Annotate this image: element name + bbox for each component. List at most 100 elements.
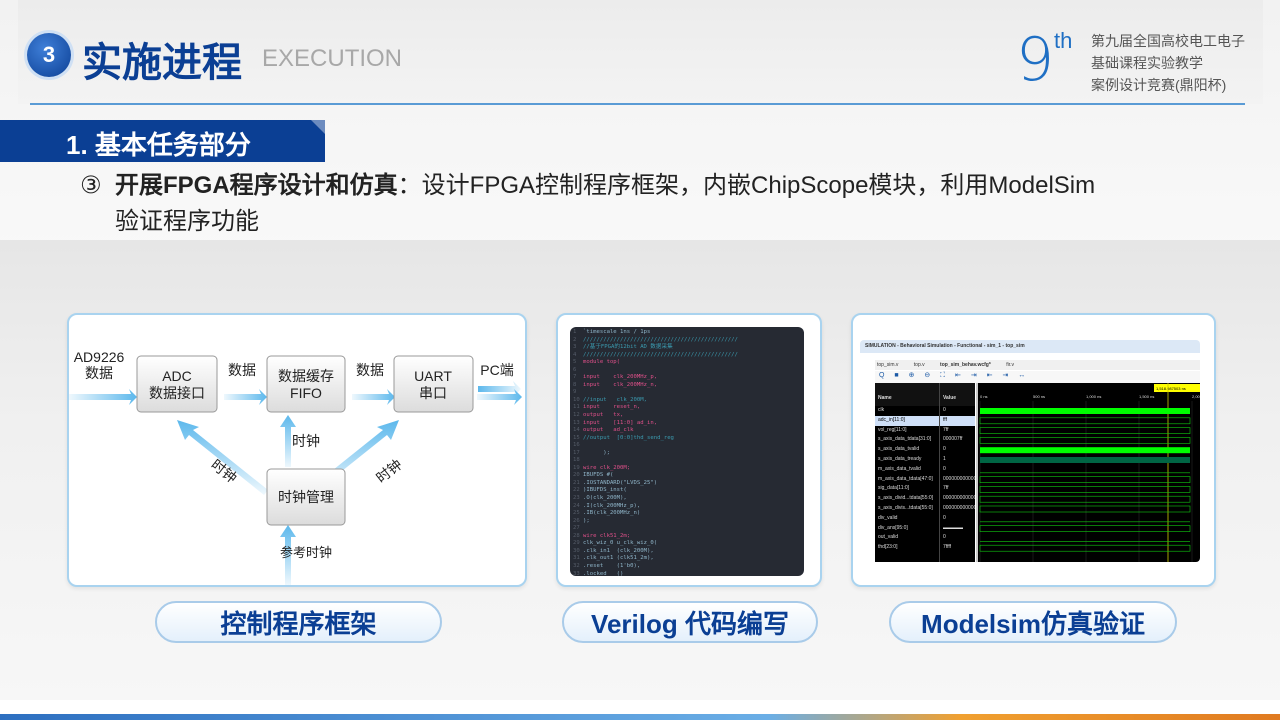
caption-control-framework: 控制程序框架 — [155, 601, 442, 643]
signal-name[interactable]: div_ans[95:0] — [878, 524, 908, 531]
time-tick: 1,000 ns — [1086, 394, 1101, 399]
label-data-2: 数据 — [356, 362, 384, 378]
label-reference-clock: 参考时钟 — [280, 545, 332, 560]
block-diagram-panel: AD9226 数据 ADC 数据接口 数据 数据缓存 FIFO 数据 UART … — [67, 313, 527, 587]
sim-tab: top_sim_behav.wcfg* — [940, 362, 991, 368]
signal-value[interactable]: 1 — [943, 455, 946, 462]
code-line: 15//output [0:0]thd_send_reg — [573, 435, 804, 443]
logo-line: 基础课程实验教学 — [1091, 55, 1203, 71]
signal-name[interactable]: sig_data[11:0] — [878, 485, 910, 492]
label-clock-left: 时钟 — [208, 456, 240, 486]
adc-box-line1: ADC — [162, 368, 192, 384]
code-text: .O(clk_200M), — [583, 495, 627, 502]
line-number: 28 — [573, 532, 580, 539]
line-number: 30 — [573, 547, 580, 554]
fifo-box-line2: FIFO — [290, 385, 322, 401]
code-text: //input clk_200M, — [583, 396, 647, 403]
code-text: .reset (1'b0), — [583, 562, 641, 569]
signal-name[interactable]: clk — [878, 407, 885, 413]
signal-name[interactable]: m_axis_data_tdata[47:0] — [878, 475, 933, 482]
code-text: module top( — [583, 359, 621, 366]
logo-line: 案例设计竞赛(鼎阳杯) — [1091, 77, 1227, 93]
signal-name[interactable]: vol_reg[11:0] — [878, 426, 907, 433]
code-line: 3//基于FPGA的12bit AD 数据采集 — [573, 344, 804, 352]
line-number: 31 — [573, 555, 580, 562]
code-line: 32.reset (1'b0), — [573, 563, 804, 571]
signal-value[interactable]: 0 — [943, 534, 946, 541]
code-line: 21.IOSTANDARD("LVDS_25") — [573, 480, 804, 488]
wave-bus — [979, 544, 1191, 552]
code-line: 25.IB(clk_200MHz_n) — [573, 510, 804, 518]
code-line: 26); — [573, 518, 804, 526]
signal-value[interactable]: 0 — [943, 446, 946, 453]
code-line: 6 — [573, 367, 804, 375]
adc-interface-box — [136, 355, 218, 413]
label-ad9226: AD9226 — [74, 349, 125, 365]
code-text: .locked () — [583, 570, 624, 577]
signal-name[interactable]: s_axis_divid...tdata[55:0] — [878, 495, 934, 502]
code-line: 24.I(clk_200MHz_p), — [573, 503, 804, 511]
wave-solid — [980, 408, 1190, 414]
signal-name[interactable]: thd[23:0] — [878, 544, 898, 551]
line-number: 23 — [573, 495, 580, 502]
signal-value[interactable]: fff — [940, 415, 975, 426]
signal-name[interactable]: s_axis_data_tdata[31:0] — [878, 436, 932, 443]
label-clock-right: 时钟 — [373, 456, 405, 486]
line-number: 24 — [573, 502, 580, 509]
bullet-number: ③ — [80, 172, 102, 199]
footer-bar — [0, 714, 1280, 720]
signal-name[interactable]: m_axis_data_tvalid — [878, 465, 921, 472]
code-line: 30.clk_in1 (clk_200M), — [573, 548, 804, 556]
signal-value[interactable]: 0 — [943, 407, 946, 413]
signal-name[interactable]: s_axis_divis...tdata[55:0] — [878, 504, 933, 511]
code-line: 17 ); — [573, 450, 804, 458]
signal-value[interactable]: 0 — [943, 465, 946, 472]
code-text: output ad_clk — [583, 427, 634, 434]
line-number: 27 — [573, 525, 580, 532]
code-line: 4///////////////////////////////////////… — [573, 352, 804, 360]
wave-bus — [979, 486, 1191, 493]
caption-modelsim: Modelsim仿真验证 — [889, 601, 1177, 643]
sim-window-title: SIMULATION - Behavioral Simulation - Fun… — [860, 340, 1200, 353]
line-number: 6 — [573, 366, 577, 373]
code-text: clk_wiz_0 u_clk_wiz_0( — [583, 540, 658, 547]
signal-value[interactable]: 7ff — [943, 426, 949, 433]
signal-name[interactable]: s_axis_data_tready — [878, 455, 922, 462]
code-text: output tx, — [583, 412, 624, 419]
line-number: 9 — [573, 389, 577, 396]
signal-value[interactable]: ▬▬▬▬ — [943, 524, 963, 531]
code-text: IBUFDS #( — [583, 472, 614, 479]
signal-value[interactable]: 0 — [943, 514, 946, 521]
wave-bus — [979, 505, 1191, 513]
signal-value[interactable]: 000007ff — [943, 436, 963, 443]
signal-name[interactable]: out_valid — [878, 534, 899, 541]
signal-name[interactable]: s_axis_data_tvalid — [878, 446, 920, 453]
code-line: 27 — [573, 525, 804, 533]
code-text: input [11:0] ad_in, — [583, 419, 658, 426]
arrow-fifo-uart — [352, 389, 395, 405]
wave-bus — [979, 476, 1191, 483]
code-line: 31.clk_out1 (clk51_2m), — [573, 555, 804, 563]
signal-value[interactable]: 7ffff — [943, 544, 952, 551]
line-number: 16 — [573, 442, 580, 449]
signal-value[interactable]: 7ff — [943, 485, 949, 492]
page-title-en: EXECUTION — [262, 45, 403, 72]
signal-name[interactable]: adc_in[11:0] — [875, 415, 939, 426]
value-header: Value — [940, 383, 975, 406]
code-text: ); — [583, 449, 610, 456]
arrow-from-pc — [478, 381, 521, 397]
logo-line: 第九届全国高校电工电子 — [1091, 33, 1245, 49]
signal-name[interactable]: div_valid — [878, 514, 898, 521]
signal-value[interactable]: 000000000000 — [943, 475, 975, 482]
line-number: 29 — [573, 540, 580, 547]
